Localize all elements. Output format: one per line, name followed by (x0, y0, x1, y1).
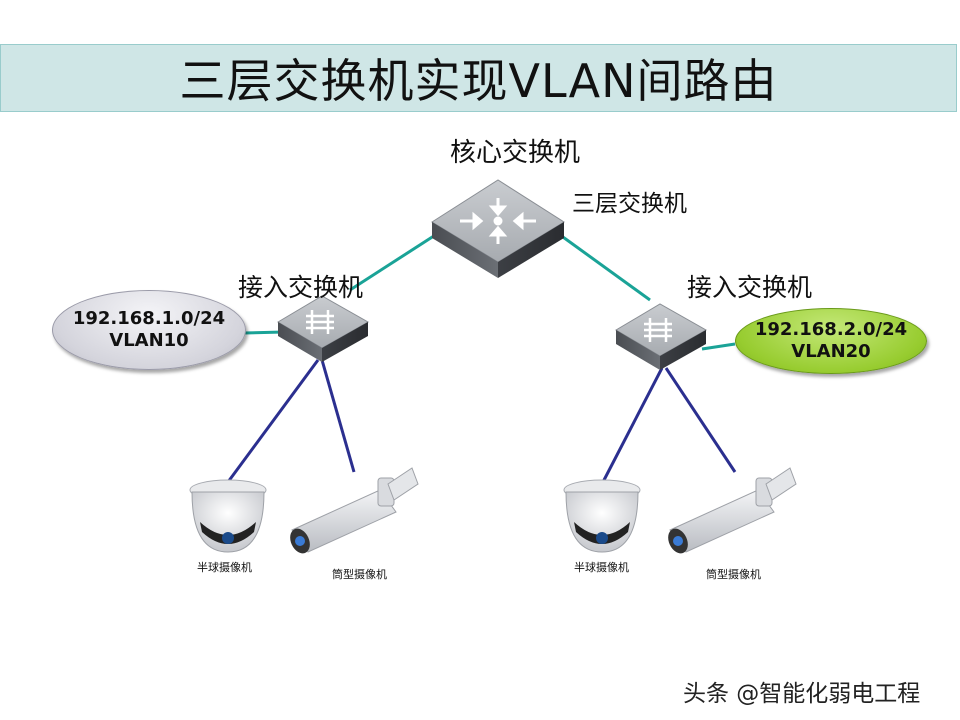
left-access-switch-label: 接入交换机 (238, 273, 364, 302)
dome-camera-icon (563, 479, 641, 553)
page-title: 三层交换机实现VLAN间路由 (0, 44, 957, 112)
link-right-subnet (701, 342, 736, 351)
right-access-switch-icon (615, 303, 708, 370)
camera-label: 半球摄像机 (574, 561, 629, 574)
camera-label: 筒型摄像机 (332, 568, 387, 581)
link-left-bullet (320, 359, 356, 473)
dome-camera-icon (189, 479, 267, 553)
left-subnet-vlan: VLAN10 (109, 330, 189, 351)
core-switch-label: 核心交换机 (450, 138, 581, 168)
left-subnet-bubble: 192.168.1.0/24 VLAN10 (52, 290, 246, 370)
right-subnet-bubble: 192.168.2.0/24 VLAN20 (735, 308, 927, 374)
downlink-lines (226, 359, 737, 483)
link-left-subnet (243, 330, 285, 335)
link-right-bullet (664, 367, 737, 473)
uplink-core-left (349, 230, 441, 292)
right-access-switch-label: 接入交换机 (687, 273, 813, 302)
uplink-core-right (555, 230, 651, 302)
layer3-switch-label: 三层交换机 (572, 191, 687, 217)
left-access-switch-icon (277, 295, 370, 362)
camera-label: 筒型摄像机 (706, 568, 761, 581)
uplink-lines (243, 230, 736, 351)
link-right-dome (601, 367, 664, 483)
bullet-camera-icon (668, 467, 797, 554)
core-switch-icon (431, 179, 565, 278)
camera-label: 半球摄像机 (197, 561, 252, 574)
link-left-dome (226, 359, 320, 483)
left-subnet-network: 192.168.1.0/24 (72, 308, 226, 329)
right-subnet-vlan: VLAN20 (791, 341, 871, 362)
watermark: 头条 @智能化弱电工程 (683, 681, 921, 707)
right-subnet-network: 192.168.2.0/24 (754, 319, 908, 340)
bullet-camera-icon (290, 467, 419, 554)
